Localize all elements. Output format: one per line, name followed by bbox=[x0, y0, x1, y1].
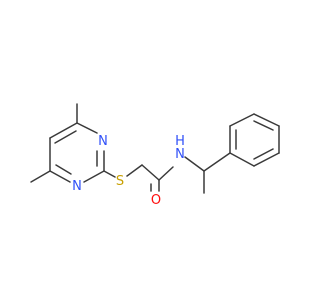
bond-phenyl-3 bbox=[253, 113, 280, 127]
molecule-svg: N N S O N H bbox=[30, 103, 280, 208]
molecule-diagram: N N S O N H bbox=[30, 103, 280, 208]
bond-ch2-carbonyl bbox=[141, 164, 160, 181]
bond-phenyl-6 bbox=[229, 152, 255, 167]
bond-c6-n-bottom bbox=[49, 170, 71, 183]
bond-phenyl-5 bbox=[253, 152, 280, 167]
bond-c4-c5-double bbox=[54, 130, 77, 144]
bond-phenyl-2 bbox=[229, 113, 255, 127]
bond-c2-s bbox=[103, 170, 116, 178]
atom-label-sulfur: S bbox=[116, 174, 124, 189]
atom-label-n-amide: N bbox=[175, 147, 185, 162]
bond-n-bottom-c2 bbox=[83, 170, 105, 183]
atom-label-oxygen: O bbox=[151, 193, 161, 208]
atom-label-n-top: N bbox=[98, 134, 108, 149]
bond-s-ch2 bbox=[126, 164, 143, 177]
atom-label-n-bottom: N bbox=[72, 179, 82, 194]
bond-ch-phenyl bbox=[203, 152, 231, 172]
bond-n-top-c4 bbox=[76, 122, 98, 134]
bond-phenyl-5-inner bbox=[253, 148, 274, 160]
bond-c6-methyl bbox=[30, 170, 51, 183]
bond-n-amide-ch bbox=[184, 156, 205, 172]
bond-c6-n-bottom-double bbox=[55, 164, 72, 175]
bond-carbonyl-n-amide bbox=[158, 166, 174, 181]
bond-phenyl-3-inner bbox=[253, 120, 274, 131]
bond-c4-c5 bbox=[49, 122, 78, 139]
atom-label-h-amide: H bbox=[175, 134, 185, 149]
